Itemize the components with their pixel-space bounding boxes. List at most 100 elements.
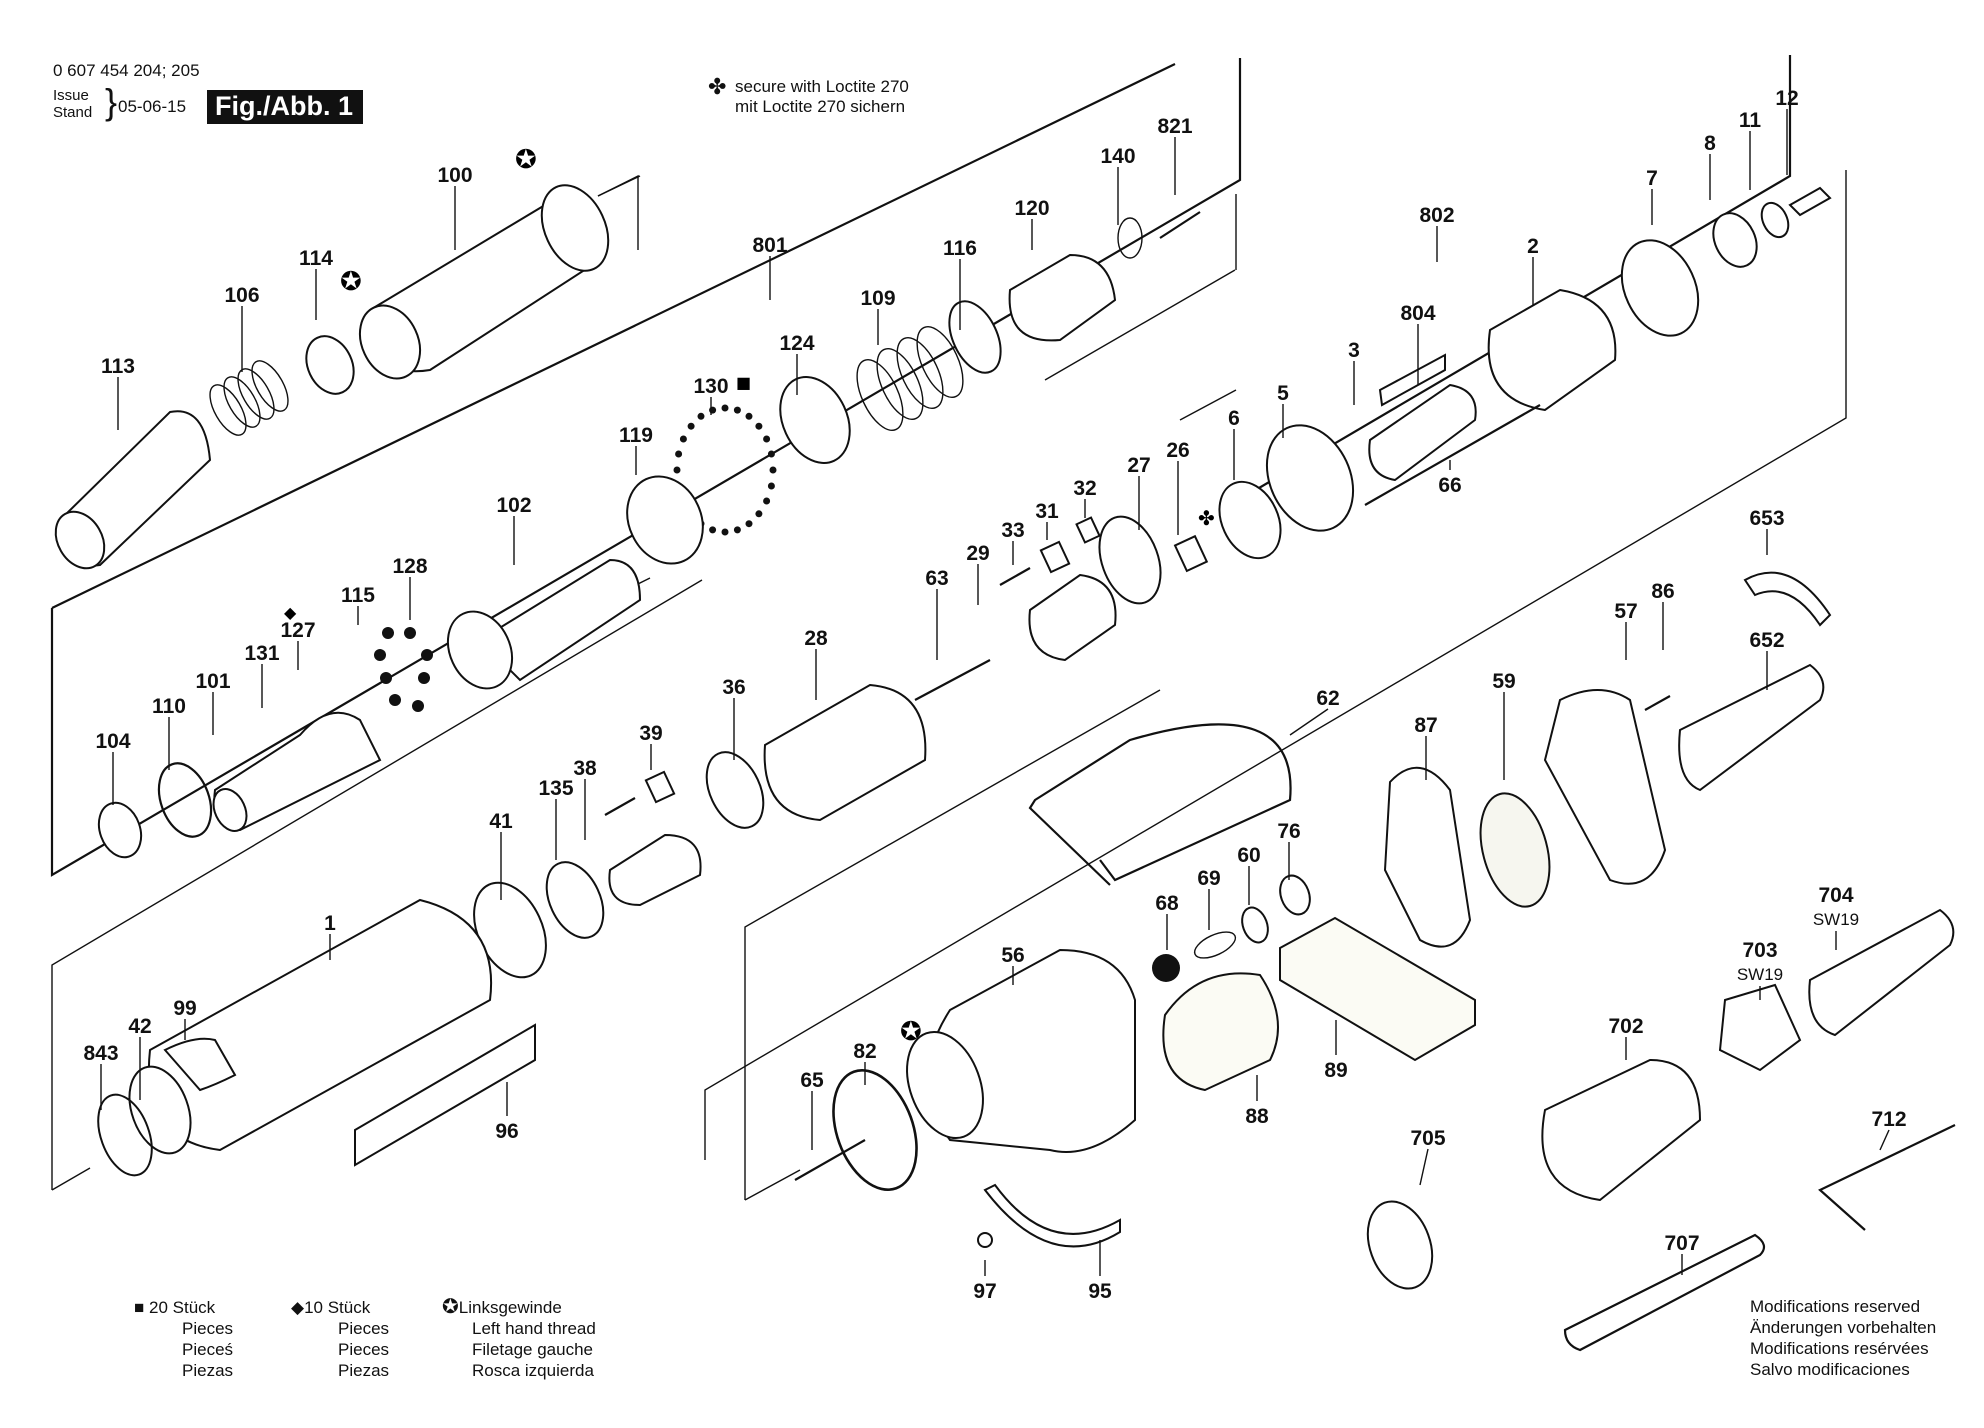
legend-lht-line-2: Left hand thread bbox=[472, 1319, 596, 1338]
part-label-114: 114 bbox=[299, 247, 333, 270]
part-66-pin bbox=[1364, 404, 1541, 506]
part-label-96: 96 bbox=[495, 1120, 518, 1143]
modifications-es: Salvo modificaciones bbox=[1750, 1360, 1910, 1379]
leader-line-712 bbox=[1879, 1129, 1890, 1151]
square-icon: ■ bbox=[134, 1298, 145, 1317]
legend-lht-line-3: Filetage gauche bbox=[472, 1340, 593, 1359]
part-101-spindle bbox=[212, 711, 382, 832]
part-7-end-plate bbox=[1620, 239, 1700, 337]
annotation-symbols: ✪✪✪■◆✤ bbox=[284, 145, 1215, 1047]
part-705-end-plug bbox=[1366, 1200, 1434, 1290]
part-124-ring bbox=[779, 376, 851, 464]
part-116-washer bbox=[948, 300, 1002, 374]
part-65-pin bbox=[794, 1139, 866, 1181]
diamond-icon: ◆ bbox=[291, 1298, 305, 1317]
legend-10-pieces: ◆10 Stück Pieces Pieces Piezas bbox=[291, 1297, 389, 1381]
legend-20-pieces-line-3: Pieceś bbox=[182, 1340, 234, 1359]
ball bbox=[755, 510, 763, 518]
part-labels: 1001141061138011408211201161091241301191… bbox=[83, 87, 1906, 1303]
wrench-size-704: SW19 bbox=[1813, 910, 1859, 929]
modifications-de: Änderungen vorbehalten bbox=[1750, 1318, 1937, 1337]
part-843-circlip bbox=[97, 1093, 153, 1177]
ball bbox=[421, 649, 433, 661]
part-114-ring bbox=[305, 335, 355, 395]
part-42-ring bbox=[128, 1065, 192, 1155]
part-label-707: 707 bbox=[1664, 1232, 1699, 1255]
part-33-pin-upper bbox=[999, 567, 1031, 586]
part-38-carrier bbox=[608, 833, 702, 907]
part-label-104: 104 bbox=[95, 730, 130, 753]
part-110-ring bbox=[157, 762, 213, 838]
part-label-12: 12 bbox=[1775, 87, 1798, 110]
modifications-note: Modifications reserved Änderungen vorbeh… bbox=[1750, 1296, 1936, 1380]
part-76-nut bbox=[1279, 874, 1311, 916]
legend-20-pieces-line-4: Piezas bbox=[182, 1361, 234, 1380]
part-652-nipple bbox=[1678, 663, 1825, 792]
assembly-bracket-801 bbox=[50, 58, 1242, 877]
brace-icon: } bbox=[105, 81, 118, 122]
ball bbox=[763, 435, 771, 443]
part-12-screw bbox=[1788, 186, 1832, 217]
issue-label: Issue bbox=[53, 87, 89, 104]
part-label-27: 27 bbox=[1127, 454, 1150, 477]
part-109-spring bbox=[856, 326, 964, 431]
part-82-o-ring bbox=[832, 1069, 918, 1191]
part-label-702: 702 bbox=[1608, 1015, 1643, 1038]
part-31-gear bbox=[1039, 540, 1071, 574]
part-label-95: 95 bbox=[1088, 1280, 1112, 1303]
part-label-32: 32 bbox=[1073, 477, 1096, 500]
legend-20-pieces-line-1: ■ 20 Stück bbox=[134, 1298, 216, 1317]
part-label-712: 712 bbox=[1871, 1108, 1906, 1131]
stand-label: Stand bbox=[53, 104, 93, 121]
part-label-3: 3 bbox=[1348, 339, 1360, 362]
part-label-127: 127 bbox=[280, 619, 315, 642]
part-label-2: 2 bbox=[1527, 235, 1539, 258]
legend-10-pieces-line-1: ◆10 Stück bbox=[291, 1298, 371, 1317]
part-label-652: 652 bbox=[1749, 629, 1784, 652]
part-26-gear bbox=[1173, 534, 1209, 573]
part-label-804: 804 bbox=[1400, 302, 1435, 325]
loctite-clover-icon: ✤ bbox=[1198, 506, 1215, 530]
part-95-clip bbox=[983, 1183, 1121, 1248]
part-62-wire bbox=[1028, 723, 1292, 886]
part-57-cover bbox=[1543, 689, 1667, 885]
part-label-62: 62 bbox=[1316, 687, 1339, 710]
ball bbox=[389, 694, 401, 706]
part-8-bearing bbox=[1712, 212, 1758, 268]
part-119-ring bbox=[626, 475, 704, 565]
ball bbox=[687, 422, 695, 430]
part-56-threaded-end bbox=[906, 1030, 984, 1140]
part-label-63: 63 bbox=[925, 567, 948, 590]
part-label-1: 1 bbox=[324, 912, 336, 935]
part-label-68: 68 bbox=[1155, 892, 1179, 915]
ball bbox=[382, 627, 394, 639]
ball bbox=[745, 520, 753, 528]
left-hand-thread-star-icon: ✪ bbox=[515, 145, 537, 175]
leader-line-705 bbox=[1419, 1148, 1429, 1186]
part-label-131: 131 bbox=[244, 642, 279, 665]
part-704-nipple bbox=[1808, 908, 1955, 1037]
part-label-106: 106 bbox=[224, 284, 259, 307]
part-label-821: 821 bbox=[1157, 115, 1192, 138]
part-label-119: 119 bbox=[619, 424, 653, 447]
part-label-28: 28 bbox=[804, 627, 828, 650]
part-33-pin-lower bbox=[604, 797, 636, 816]
modifications-fr: Modifications resérvées bbox=[1750, 1339, 1929, 1358]
part-label-7: 7 bbox=[1646, 167, 1658, 190]
ball bbox=[769, 466, 777, 474]
part-label-42: 42 bbox=[128, 1015, 151, 1038]
legend-left-hand-thread: ✪Linksgewinde Left hand thread Filetage … bbox=[442, 1297, 596, 1381]
legend-10-pieces-line-4: Piezas bbox=[338, 1361, 390, 1380]
square-icon: ■ bbox=[736, 373, 751, 392]
part-label-26: 26 bbox=[1166, 439, 1189, 462]
ball bbox=[673, 466, 681, 474]
legend-lht-line-4: Rosca izquierda bbox=[472, 1361, 594, 1380]
part-135-washer bbox=[545, 861, 605, 939]
part-label-56: 56 bbox=[1001, 944, 1024, 967]
part-label-82: 82 bbox=[853, 1040, 876, 1063]
ball bbox=[697, 412, 705, 420]
modifications-en: Modifications reserved bbox=[1750, 1297, 1921, 1316]
part-label-120: 120 bbox=[1014, 197, 1049, 220]
part-label-66: 66 bbox=[1438, 474, 1461, 497]
part-102-shaft bbox=[446, 558, 642, 690]
